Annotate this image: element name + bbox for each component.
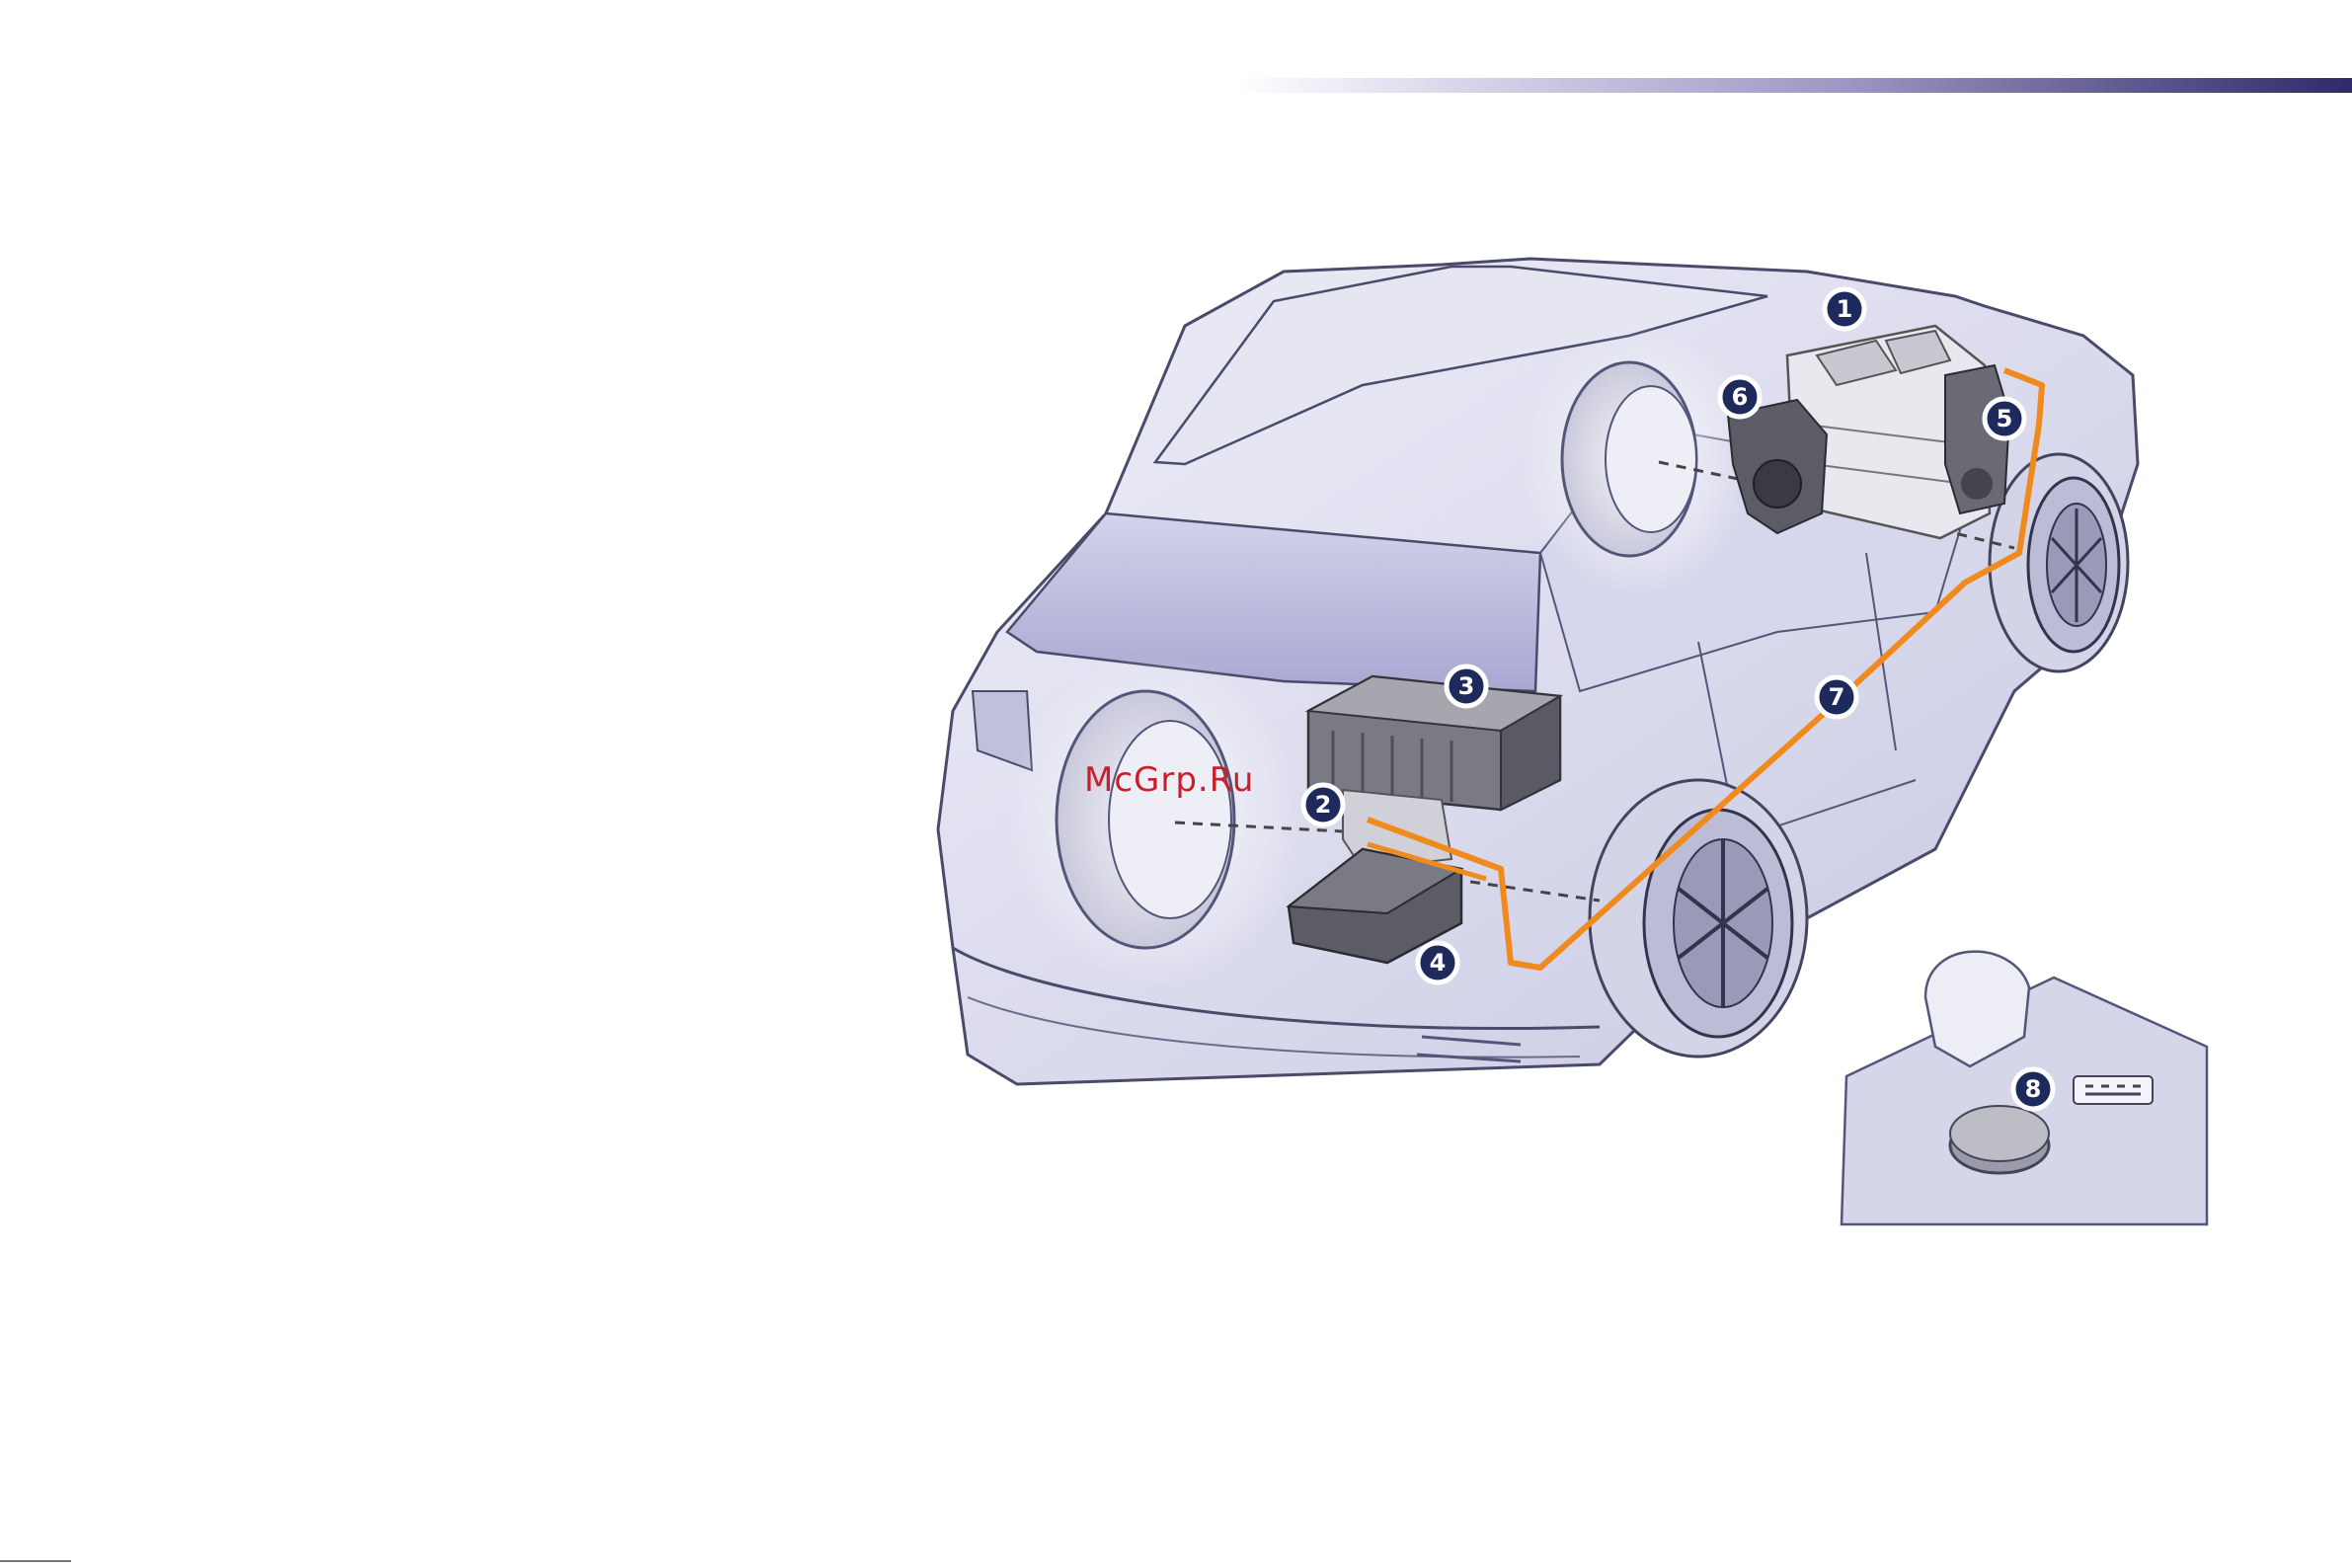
svg-text:1: 1 [1837,295,1853,323]
svg-text:8: 8 [2025,1075,2042,1103]
callout-5: 5 [1985,399,2024,438]
svg-text:4: 4 [1430,949,1447,977]
callout-4: 4 [1418,943,1457,982]
callout-3: 3 [1447,666,1486,706]
page-footer-mark [0,1560,71,1562]
svg-text:3: 3 [1458,672,1475,700]
front-left-wheel [1521,326,1758,602]
front-right-wheel [1990,454,2128,671]
callout-2: 2 [1303,785,1343,824]
svg-text:5: 5 [1997,405,2013,432]
callout-6: 6 [1720,377,1760,417]
rear-left-wheel [1007,652,1303,987]
rear-right-wheel [1590,780,1807,1057]
svg-text:6: 6 [1732,383,1749,411]
svg-text:7: 7 [1829,683,1845,711]
callout-7: 7 [1817,677,1856,717]
watermark-text: McGrp.Ru [1084,760,1254,800]
callout-1: 1 [1825,289,1864,329]
svg-text:2: 2 [1315,791,1332,819]
callout-8: 8 [2013,1069,2053,1109]
